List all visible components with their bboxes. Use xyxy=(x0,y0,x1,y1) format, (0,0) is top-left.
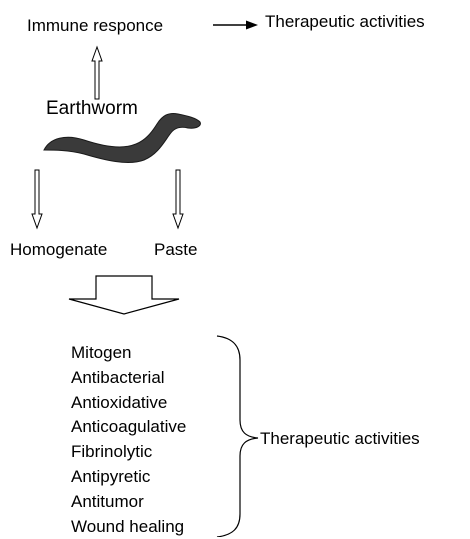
hollow-arrow-up xyxy=(92,47,102,99)
activity-wound-healing: Wound healing xyxy=(71,515,186,539)
therapeutic-activities-label-bracket: Therapeutic activities xyxy=(260,430,420,447)
therapeutic-activities-label-top: Therapeutic activities xyxy=(265,13,425,30)
activity-anticoagulative: Anticoagulative xyxy=(71,415,186,440)
black-arrow-right xyxy=(213,21,258,30)
homogenate-label: Homogenate xyxy=(10,241,107,258)
activity-mitogen: Mitogen xyxy=(71,341,186,366)
hollow-arrow-down-paste xyxy=(173,170,183,228)
activities-list: Mitogen Antibacterial Antioxidative Anti… xyxy=(71,341,186,539)
activity-fibrinolytic: Fibrinolytic xyxy=(71,440,186,465)
earthworm-label: Earthworm xyxy=(46,99,138,118)
activity-antibacterial: Antibacterial xyxy=(71,366,186,391)
right-curly-bracket xyxy=(217,336,258,537)
activity-antitumor: Antitumor xyxy=(71,490,186,515)
hollow-arrow-down-homogenate xyxy=(32,170,42,228)
activity-antipyretic: Antipyretic xyxy=(71,465,186,490)
earthworm-icon xyxy=(44,113,200,162)
immune-response-label: Immune responce xyxy=(27,17,163,34)
big-hollow-arrow-down xyxy=(69,276,179,314)
paste-label: Paste xyxy=(154,241,197,258)
activity-antioxidative: Antioxidative xyxy=(71,391,186,416)
